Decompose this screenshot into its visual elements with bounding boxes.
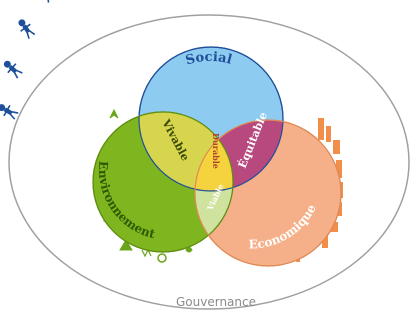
intersection-equitable [195, 120, 283, 191]
person-silhouette-icon [14, 15, 38, 41]
person-silhouette-icon [0, 99, 21, 123]
label-social: Social [184, 50, 234, 69]
person-silhouette-icon [0, 56, 25, 81]
person-silhouette-icon [37, 0, 58, 5]
label-durable: Durable [211, 133, 221, 169]
label-gouvernance: Gouvernance [176, 295, 256, 309]
